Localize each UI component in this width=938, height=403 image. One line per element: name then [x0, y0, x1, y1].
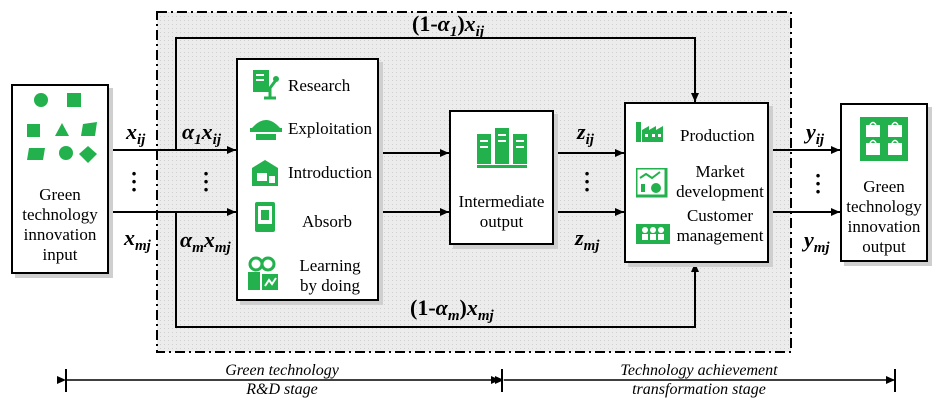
- label-alpha1-xij: α1xij: [182, 119, 222, 149]
- chart-icon: [636, 168, 668, 198]
- label-alpham-xmj: αmxmj: [180, 227, 231, 257]
- transform-item-customer: Customer management: [676, 206, 764, 245]
- output-box: Green technology innovation output: [840, 103, 928, 262]
- label-bottom-bypass: (1-αm)xmj: [410, 295, 494, 325]
- intermediate-label: Intermediate output: [458, 192, 545, 231]
- shapes-icon: [27, 93, 97, 163]
- bottom-bypass-arrow: [175, 212, 699, 328]
- rd-activities-box: Research Exploitation Introduction Absor…: [236, 58, 379, 301]
- label-x-ij: xij: [126, 119, 146, 149]
- ellipsis-y: ···: [814, 163, 822, 204]
- transform-item-market: Market development: [676, 162, 764, 201]
- rd-item-research: Research: [288, 76, 351, 95]
- intermediate-output-box: Intermediate output: [449, 110, 554, 245]
- label-y-ij: yij: [806, 119, 825, 149]
- ellipsis-input: ···: [130, 161, 138, 202]
- rd-item-absorb: Absorb: [302, 212, 353, 231]
- rd-item-learning: Learning by doing: [299, 256, 361, 295]
- stage-rd-label: Green technology R&D stage: [225, 362, 339, 398]
- output-label: Green technology innovation output: [846, 177, 922, 256]
- factory-icon: [636, 122, 663, 142]
- input-label: Green technology innovation input: [22, 185, 98, 264]
- exploitation-icon: [250, 120, 282, 140]
- label-z-mj: zmj: [575, 225, 600, 255]
- transform-item-production: Production: [680, 126, 755, 145]
- label-top-bypass: (1-α1)xij: [412, 11, 484, 41]
- research-icon: [253, 70, 279, 100]
- rd-item-introduction: Introduction: [288, 163, 373, 182]
- shopping-bags-icon: [860, 117, 908, 161]
- absorb-icon: [255, 202, 275, 232]
- customers-icon: [636, 224, 670, 244]
- top-bypass-arrow: [175, 37, 699, 150]
- input-box: Green technology innovation input: [11, 84, 109, 274]
- stage-transform-label: Technology achievement transformation st…: [620, 362, 778, 398]
- transformation-box: Production Market development Customer m…: [624, 102, 769, 263]
- introduction-icon: [252, 160, 278, 186]
- rd-item-exploitation: Exploitation: [288, 119, 373, 138]
- ellipsis-alpha: ···: [202, 161, 210, 202]
- label-y-mj: ymj: [804, 227, 830, 257]
- label-z-ij: zij: [577, 119, 594, 149]
- label-x-mj: xmj: [124, 225, 151, 255]
- server-icon: [477, 128, 527, 168]
- learning-icon: [248, 256, 278, 290]
- ellipsis-z: ···: [583, 161, 591, 202]
